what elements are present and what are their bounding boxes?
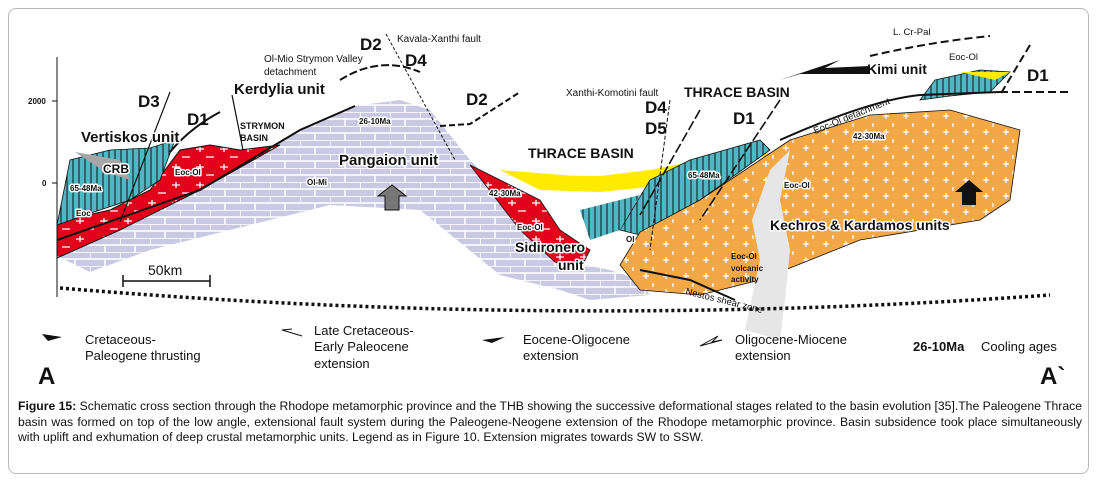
legend-thrusting-1: Cretaceous-: [85, 332, 156, 347]
label-eoc: Eoc: [76, 209, 91, 218]
label-ol-mi: Ol-Mi: [307, 178, 327, 187]
section-start-a: A: [38, 363, 55, 390]
caption-label: Figure 15:: [18, 399, 77, 413]
legend-late-cret-3: extension: [314, 356, 370, 371]
legend-ol-mi-1: Oligocene-Miocene: [735, 332, 847, 347]
label-d3: D3: [138, 92, 160, 111]
red-granite-sidironero: [469, 164, 591, 271]
label-l-cr-pal: L. Cr-Pal: [893, 27, 930, 38]
half-arrow-icon: [482, 337, 505, 343]
label-d2-top: D2: [360, 35, 382, 54]
label-sidironero-1: Sidironero: [515, 239, 585, 255]
kechros-kardamos-body: [619, 109, 1021, 296]
legend-ol-mi-2: extension: [735, 348, 791, 363]
label-d5-right: D5: [645, 119, 667, 138]
label-d4-right: D4: [645, 98, 667, 117]
hollow-arrow-icon: [699, 335, 723, 347]
label-strymon-detachment-1: Ol-Mio Strymon Valley: [264, 54, 363, 65]
figure-caption: Figure 15: Schematic cross section throu…: [18, 399, 1082, 446]
pangaion-unit-body: [57, 100, 650, 300]
label-strymon-basin-2: BASIN: [240, 133, 268, 143]
scale-bar: 50km: [122, 262, 211, 287]
label-eoc-ol-left: Eoc-Ol: [175, 168, 201, 177]
label-eoc-ol-sidironero: Eoc-Ol: [517, 223, 543, 232]
legend-late-cret-2: Early Paleocene: [314, 339, 409, 354]
label-volcanic-1: Eoc-Ol: [731, 252, 757, 261]
uplift-arrow-right-icon: [955, 180, 983, 205]
label-26-10: 26-10Ma: [359, 117, 391, 126]
teal-unit-center: [580, 195, 640, 240]
label-65-48-right: 65-48Ma: [688, 171, 720, 180]
label-kechros-kardamos: Kechros & Kardamos units: [770, 217, 950, 233]
legend-eoc-ol-2: extension: [523, 348, 579, 363]
label-kerdylia-unit: Kerdylia unit: [234, 81, 325, 98]
label-volcanic-2: volcanic: [731, 264, 764, 273]
legend-cooling-value: 26-10Ma: [913, 339, 965, 354]
label-eoc-ol-right: Eoc-Ol: [784, 181, 810, 190]
label-thrace-basin-left: THRACE BASIN: [528, 145, 634, 161]
label-kavala-xanthi-fault: Kavala-Xanthi fault: [397, 34, 481, 45]
label-42-30-right: 42-30Ma: [853, 132, 885, 141]
label-strymon-basin-1: STRYMON: [240, 121, 285, 131]
label-kimi-unit: Kimi unit: [867, 61, 927, 77]
fault-lines: [56, 33, 1070, 313]
axis-tick-0: 0: [42, 179, 47, 188]
scale-bar-label: 50km: [148, 262, 182, 278]
open-arrow-icon: [281, 328, 303, 337]
legend: Cretaceous- Paleogene thrusting Late Cre…: [38, 323, 1065, 390]
legend-late-cret-1: Late Cretaceous-: [314, 323, 414, 338]
label-vertiskos-unit: Vertiskos unit: [81, 129, 179, 146]
label-ol: Ol: [626, 235, 634, 244]
cross-section-diagram: 2000 0: [28, 27, 1070, 390]
uplift-arrow-icon: [376, 184, 408, 211]
caption-text: Schematic cross section through the Rhod…: [18, 399, 1082, 445]
label-d1-left: D1: [187, 110, 209, 129]
crb-body: [75, 152, 130, 180]
label-42-30-left: 42-30Ma: [489, 189, 521, 198]
label-volcanic-3: activity: [731, 275, 759, 284]
legend-cooling-label: Cooling ages: [981, 339, 1057, 354]
label-xanthi-komotini-fault: Xanthi-Komotini fault: [566, 88, 658, 99]
label-thrace-basin-right: THRACE BASIN: [684, 84, 790, 100]
volcanic-plume: [745, 150, 790, 340]
label-65-48-left: 65-48Ma: [70, 184, 102, 193]
legend-eoc-ol-1: Eocene-Oligocene: [523, 332, 630, 347]
thrust-arrow-icon: [42, 334, 62, 341]
diagram-labels: D3 D1 D2 D4 D2 D4 D5 D1 D1 Kavala-Xanthi…: [69, 27, 1049, 316]
axis-tick-2000: 2000: [28, 97, 46, 106]
label-crb: CRB: [103, 162, 129, 176]
label-d2-mid: D2: [466, 90, 488, 109]
label-eoc-ol-kimi: Eoc-Ol: [949, 52, 978, 63]
legend-thrusting-2: Paleogene thrusting: [85, 348, 201, 363]
figure-frame: [8, 8, 1089, 474]
thrace-basin-sediments: [500, 170, 660, 192]
label-pangaion-unit: Pangaion unit: [339, 152, 438, 169]
label-d1-mid: D1: [733, 109, 755, 128]
label-d4-top: D4: [405, 51, 427, 70]
label-strymon-detachment-2: detachment: [264, 67, 316, 78]
big-thrust-arrow-icon: [780, 60, 870, 80]
label-sidironero-2: unit: [558, 257, 584, 273]
section-end-a: A`: [1040, 363, 1065, 390]
label-d1-right: D1: [1027, 66, 1049, 85]
